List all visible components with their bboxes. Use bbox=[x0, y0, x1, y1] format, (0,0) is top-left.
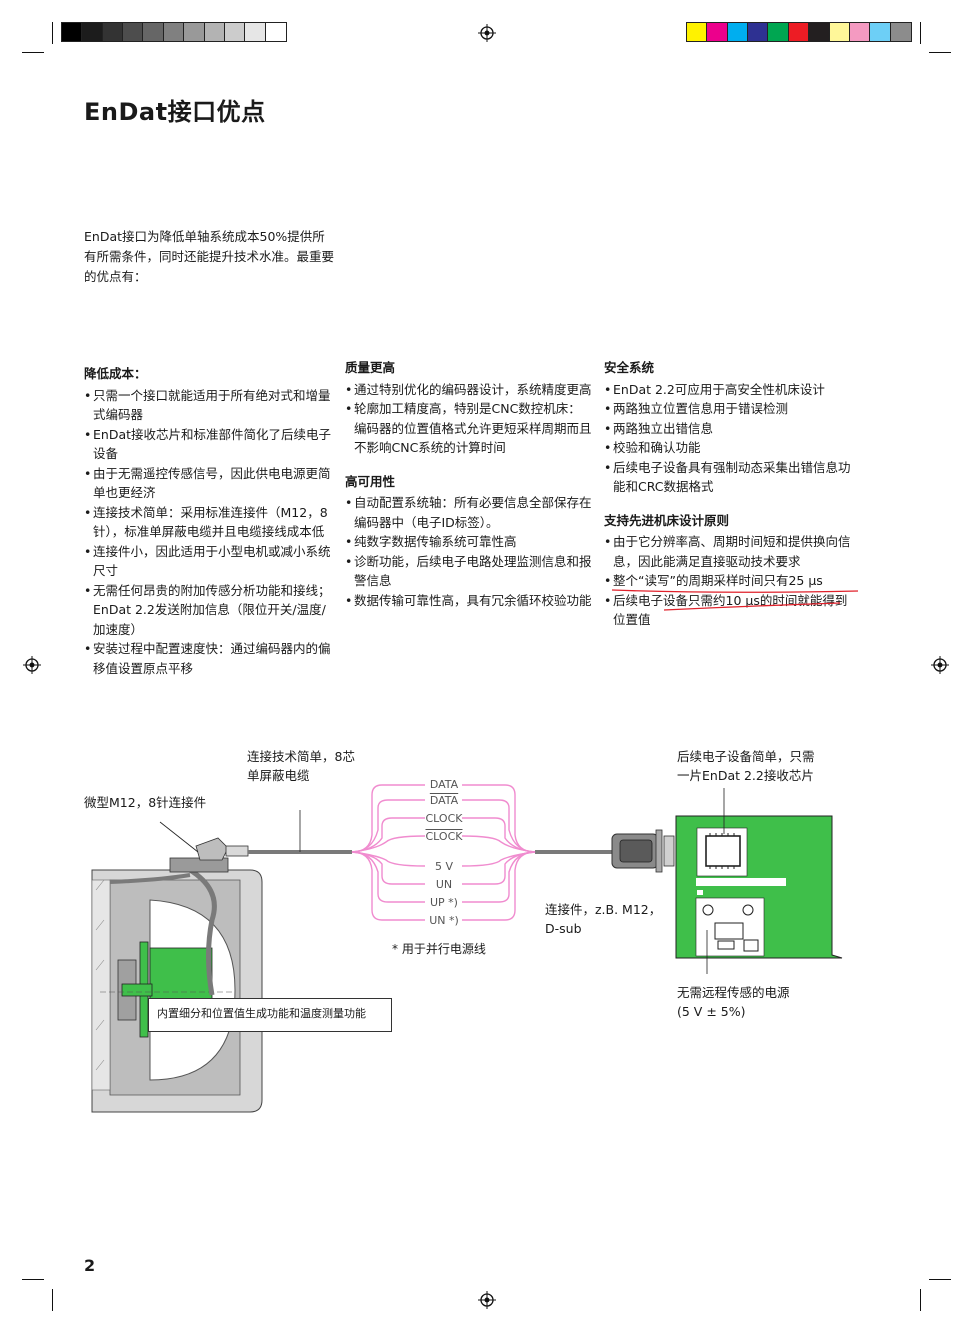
encoder-cutaway bbox=[91, 821, 263, 1113]
footnote-label: * 用于并行电源线 bbox=[392, 942, 486, 956]
power-supply-label: 无需远程传感的电源 (5 V ± 5%) bbox=[677, 985, 790, 1019]
bullet-item: 两路独立出错信息 bbox=[604, 419, 854, 439]
bullet-item: 通过特别优化的编码器设计，系统精度更高 bbox=[345, 380, 593, 400]
bullet-item: 连接技术简单：采用标准连接件（M12，8针），标准单屏蔽电缆并且电缆接线成本低 bbox=[84, 503, 332, 542]
signal-label: DATA bbox=[429, 794, 459, 807]
bullet-item: 两路独立位置信息用于错误检测 bbox=[604, 399, 854, 419]
column-cost: 降低成本： 只需一个接口就能适用于所有绝对式和增量式编码器EnDat接收芯片和标准… bbox=[84, 364, 332, 692]
color-swatch bbox=[687, 23, 708, 41]
bullet-list: 由于它分辨率高、周期时间短和提供换向信息，因此能满足直接驱动技术要求整个“读写”… bbox=[604, 532, 854, 630]
endat-connection-diagram bbox=[91, 784, 843, 1113]
signal-label: CLOCK bbox=[425, 830, 463, 843]
crop-mark bbox=[52, 1289, 53, 1311]
signal-label: CLOCK bbox=[425, 812, 463, 825]
gray-swatch bbox=[62, 23, 83, 41]
crop-mark bbox=[929, 1279, 951, 1280]
section-heading: 高可用性 bbox=[345, 473, 396, 489]
bullet-item: 纯数字数据传输系统可靠性高 bbox=[345, 532, 593, 552]
gray-swatch bbox=[204, 23, 225, 41]
crop-mark bbox=[52, 22, 53, 44]
page-number: 2 bbox=[84, 1256, 96, 1275]
cable-label: 连接技术简单，8芯 单屏蔽电缆 bbox=[247, 749, 355, 783]
intro-paragraph: EnDat接口为降低单轴系统成本50%提供所有所需条件，同时还能提升技术水准。最… bbox=[84, 229, 335, 284]
bullet-item: 安装过程中配置速度快：通过编码器内的偏移值设置原点平移 bbox=[84, 639, 332, 678]
gray-swatch bbox=[265, 23, 286, 41]
gray-swatch bbox=[163, 23, 185, 41]
crop-mark bbox=[22, 1279, 44, 1280]
red-underline-annotation bbox=[611, 589, 859, 611]
registration-mark-left bbox=[23, 656, 41, 674]
crop-mark bbox=[929, 52, 951, 53]
bullet-item: EnDat接收芯片和标准部件简化了后续电子设备 bbox=[84, 425, 332, 464]
column-quality: 质量更高通过特别优化的编码器设计，系统精度更高 轮廓加工精度高，特别是CNC数控… bbox=[345, 358, 593, 624]
subsequent-electronics-label: 后续电子设备简单，只需 一片EnDat 2.2接收芯片 bbox=[677, 749, 815, 783]
section-heading: 安全系统 bbox=[604, 360, 655, 375]
process-color-bar bbox=[686, 22, 912, 42]
gray-swatch bbox=[143, 23, 164, 41]
bullet-item: 整个“读写”的周期采样时间只有25 µs bbox=[604, 571, 854, 591]
dsub-connector bbox=[611, 829, 675, 873]
gray-swatch bbox=[245, 23, 266, 41]
bullet-item: 只需一个接口就能适用于所有绝对式和增量式编码器 bbox=[84, 386, 332, 425]
section-heading: 降低成本： bbox=[84, 366, 147, 381]
color-swatch bbox=[890, 23, 911, 41]
signal-label: DATA bbox=[429, 778, 459, 791]
bullet-list: 通过特别优化的编码器设计，系统精度更高 轮廓加工精度高，特别是CNC数控机床：编… bbox=[345, 380, 593, 458]
bullet-list: 只需一个接口就能适用于所有绝对式和增量式编码器EnDat接收芯片和标准部件简化了… bbox=[84, 386, 332, 679]
crop-mark bbox=[920, 1289, 921, 1311]
bullet-item: 后续电子设备具有强制动态采集出错信息功能和CRC数据格式 bbox=[604, 458, 854, 497]
color-swatch bbox=[870, 23, 891, 41]
gray-swatch bbox=[82, 23, 103, 41]
color-swatch bbox=[829, 23, 850, 41]
signal-label: 5 V bbox=[434, 860, 454, 873]
crop-mark bbox=[22, 52, 44, 53]
bullet-list: 自动配置系统轴：所有必要信息全部保存在编码器中（电子ID标签）。纯数字数据传输系… bbox=[345, 493, 593, 610]
page-title: EnDat接口优点 bbox=[84, 98, 266, 126]
section-heading: 支持先进机床设计原则 bbox=[604, 512, 730, 528]
section-heading: 质量更高 bbox=[345, 360, 396, 375]
bullet-item: 自动配置系统轴：所有必要信息全部保存在编码器中（电子ID标签）。 bbox=[345, 493, 593, 532]
column-safety: 安全系统 EnDat 2.2可应用于高安全性机床设计两路独立位置信息用于错误检测两… bbox=[604, 358, 854, 644]
color-swatch bbox=[768, 23, 789, 41]
gray-swatch bbox=[123, 23, 144, 41]
bullet-item: 由于无需遥控传感信号，因此供电电源更简单也更经济 bbox=[84, 464, 332, 503]
signal-label: UP *) bbox=[430, 896, 458, 909]
bullet-list: EnDat 2.2可应用于高安全性机床设计两路独立位置信息用于错误检测两路独立出… bbox=[604, 380, 854, 497]
color-swatch bbox=[727, 23, 749, 41]
color-swatch bbox=[707, 23, 728, 41]
bullet-item: 无需任何昂贵的附加传感分析功能和接线；EnDat 2.2发送附加信息（限位开关/… bbox=[84, 581, 332, 640]
encoder-function-label: 内置细分和位置值生成功能和温度测量功能 bbox=[148, 998, 392, 1032]
bullet-item: 校验和确认功能 bbox=[604, 438, 854, 458]
grayscale-bar bbox=[61, 22, 287, 42]
plug-label: 连接件，z.B. M12， D-sub bbox=[545, 902, 662, 936]
registration-mark-top bbox=[478, 24, 496, 42]
subsequent-electronics-board bbox=[675, 788, 843, 974]
connector-label: 微型M12，8针连接件 bbox=[84, 795, 207, 810]
bullet-item: EnDat 2.2可应用于高安全性机床设计 bbox=[604, 380, 854, 400]
bullet-item: 诊断功能，后续电子电路处理监测信息和报警信息 bbox=[345, 552, 593, 591]
bullet-item: 连接件小，因此适用于小型电机或减小系统尺寸 bbox=[84, 542, 332, 581]
color-swatch bbox=[849, 23, 871, 41]
registration-mark-bottom bbox=[478, 1291, 496, 1309]
color-swatch bbox=[748, 23, 769, 41]
bullet-item: 数据传输可靠性高，具有冗余循环校验功能 bbox=[345, 591, 593, 611]
color-swatch bbox=[809, 23, 830, 41]
bullet-item: 轮廓加工精度高，特别是CNC数控机床：编码器的位置值格式允许更短采样周期而且不影… bbox=[345, 399, 593, 458]
gray-swatch bbox=[184, 23, 205, 41]
color-swatch bbox=[788, 23, 810, 41]
gray-swatch bbox=[102, 23, 124, 41]
gray-swatch bbox=[224, 23, 246, 41]
signal-wire-fan bbox=[351, 784, 536, 921]
crop-mark bbox=[920, 22, 921, 44]
bullet-item: 由于它分辨率高、周期时间短和提供换向信息，因此能满足直接驱动技术要求 bbox=[604, 532, 854, 571]
signal-label: UN bbox=[435, 878, 453, 891]
bullet-item: 后续电子设备只需约10 µs的时间就能得到位置值 bbox=[604, 591, 854, 630]
signal-label: UN *) bbox=[429, 914, 459, 927]
registration-mark-right bbox=[931, 656, 949, 674]
